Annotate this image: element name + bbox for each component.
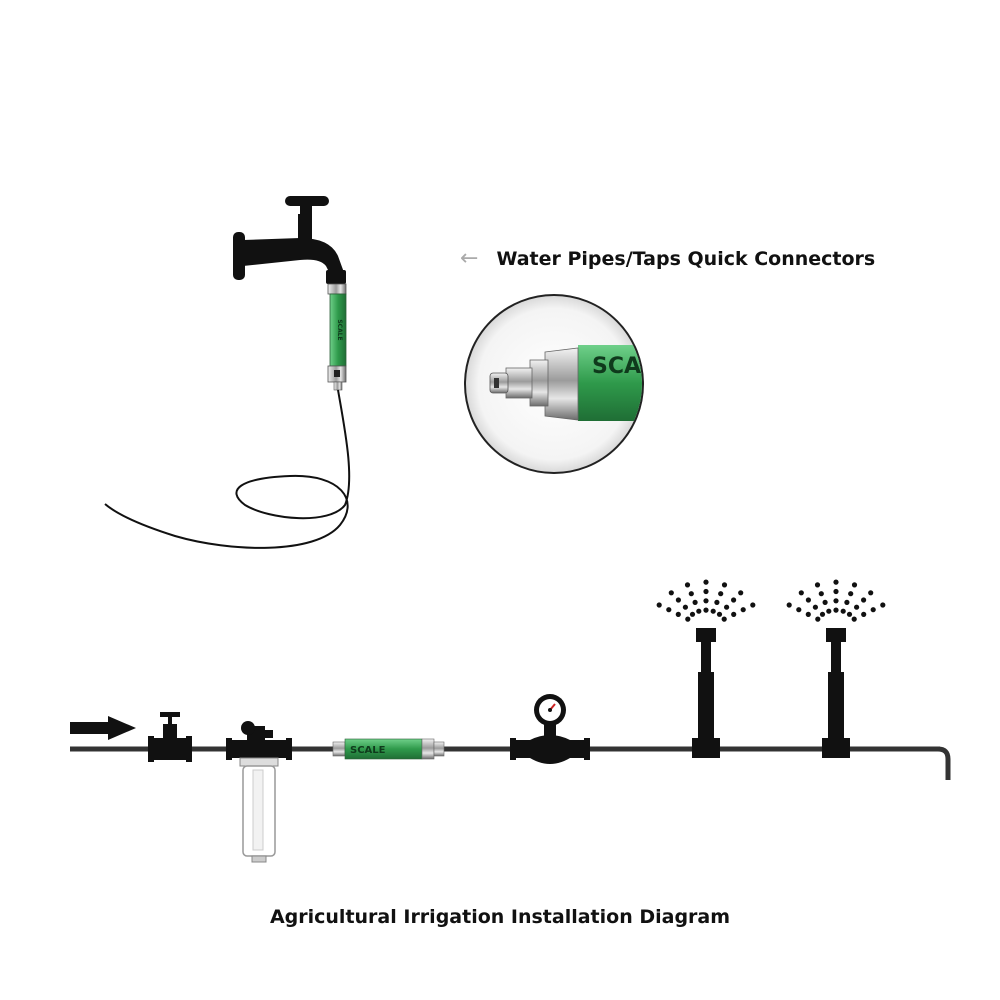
spray-droplet [854,604,860,610]
spray-droplet [656,602,662,608]
spray-droplet [833,607,839,613]
spray-droplet [833,598,839,604]
spray-droplet [714,599,720,606]
spray-droplet [703,598,709,604]
arrow-left-icon: ← [460,246,479,271]
spray-droplet [819,611,826,617]
spray-droplet [668,590,674,596]
spray-droplet [868,590,874,596]
spray-droplet [724,604,730,610]
spray-droplet [846,611,853,617]
gate-valve-icon [148,712,192,762]
spray-droplet [822,599,828,606]
spray-droplet [844,599,850,606]
spray-droplet [861,611,867,618]
spray-droplet [689,611,696,617]
faucet-icon [233,196,346,284]
spray-droplet [685,616,691,622]
spray-droplet [861,597,867,603]
spray-droplet [805,611,811,618]
detail-device-label: SCALE [592,354,670,379]
garden-hose [104,389,351,549]
main-pipe [70,746,951,780]
spray-droplet [731,597,737,603]
spray-droplet [675,597,682,603]
sprinkler-head-icon [692,628,720,758]
spray-droplet [833,579,839,585]
scale-inhibitor-device: SCALE [332,738,445,760]
scale-inhibitor-on-tap: SCALE [327,283,347,391]
spray-droplet [738,590,744,596]
flow-direction-arrow-icon [70,716,136,740]
spray-droplet [840,608,846,614]
spray-droplet [721,582,728,588]
diagram-caption: Agricultural Irrigation Installation Dia… [269,906,731,928]
spray-droplet [696,608,702,614]
sediment-filter-icon [226,721,292,863]
spray-droplet [682,604,689,610]
spray-droplets-2 [786,579,886,622]
spray-droplet [688,591,694,597]
spray-droplet [721,616,727,622]
spray-droplet [851,616,857,622]
spray-droplet [703,579,709,585]
sprinkler-head-icon [822,628,850,758]
spray-droplet [750,602,756,608]
spray-droplet [812,604,819,610]
spray-droplet [796,607,802,613]
spray-droplet [666,607,672,613]
spray-droplet [815,616,821,622]
spray-droplet [805,597,812,603]
inline-device-label: SCALE [350,745,386,756]
spray-droplet [710,608,716,614]
quick-connector-detail: SCALE [464,294,670,474]
spray-droplet [848,591,854,597]
spray-droplet [851,582,858,588]
spray-droplet [818,591,824,597]
water-meter-icon [510,694,590,764]
spray-droplet [703,607,709,613]
spray-droplet [675,611,681,618]
spray-droplet [880,602,886,608]
spray-droplet [740,607,746,613]
spray-droplet [703,588,709,595]
spray-droplet [684,582,691,588]
spray-droplet [826,608,832,614]
spray-droplet [718,591,724,597]
spray-droplet [814,582,821,588]
spray-droplets-1 [656,579,756,622]
spray-droplet [870,607,876,613]
spray-droplet [716,611,723,617]
connector-caption-text: Water Pipes/Taps Quick Connectors [496,247,876,270]
spray-droplet [798,590,804,596]
spray-droplet [731,611,737,618]
spray-droplet [692,599,698,606]
connector-caption: ← Water Pipes/Taps Quick Connectors [460,246,875,271]
spray-droplet [833,588,839,595]
spray-droplet [786,602,792,608]
tap-device-label: SCALE [336,319,343,340]
